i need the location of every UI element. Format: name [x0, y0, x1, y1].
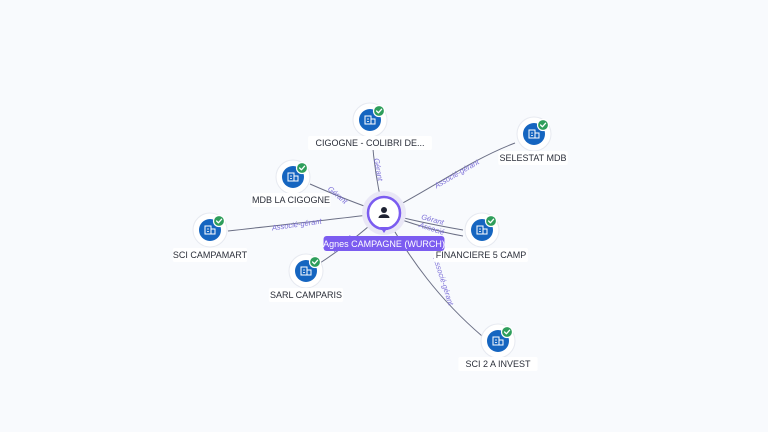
company-node[interactable]: SCI 2 A INVEST — [458, 323, 538, 371]
person-icon — [378, 207, 390, 218]
building-icon — [364, 115, 376, 125]
verified-check-icon — [308, 255, 322, 269]
company-node[interactable]: CIGOGNE - COLIBRI DE... — [308, 102, 432, 150]
company-name[interactable]: SCI CAMPAMART — [173, 250, 248, 260]
person-node[interactable]: Agnes CAMPAGNE (WURCH) — [323, 191, 445, 251]
company-label-box — [251, 193, 331, 207]
company-name[interactable]: MDB LA CIGOGNE — [252, 195, 330, 205]
building-icon — [300, 266, 312, 276]
relation-label: Associé-gérant — [431, 255, 456, 307]
company-node[interactable]: SARL CAMPARIS — [268, 253, 344, 302]
company-node[interactable]: MDB LA CIGOGNE — [251, 159, 331, 207]
verified-check-icon — [500, 325, 514, 339]
verified-check-icon — [295, 161, 309, 175]
building-icon — [492, 336, 504, 346]
company-label-box — [433, 248, 529, 262]
building-icon — [528, 129, 540, 139]
building-icon — [476, 225, 488, 235]
company-label-box — [172, 248, 248, 262]
building-icon — [204, 225, 216, 235]
company-name[interactable]: SCI 2 A INVEST — [465, 359, 531, 369]
company-label-box — [308, 136, 432, 150]
company-label-box — [498, 151, 568, 165]
company-name[interactable]: FINANCIERE 5 CAMP — [436, 250, 527, 260]
company-name[interactable]: CIGOGNE - COLIBRI DE... — [315, 138, 424, 148]
company-node[interactable]: SCI CAMPAMART — [172, 212, 248, 262]
verified-check-icon — [212, 214, 226, 228]
building-icon — [287, 172, 299, 182]
company-name[interactable]: SARL CAMPARIS — [270, 290, 342, 300]
relation-label: Associé-gérant — [432, 157, 481, 191]
company-label-box — [458, 357, 538, 371]
company-node[interactable]: SELESTAT MDB — [498, 116, 568, 165]
relation-label: Associé-gérant — [270, 216, 323, 232]
company-node[interactable]: FINANCIERE 5 CAMP — [433, 212, 529, 262]
verified-check-icon — [536, 118, 550, 132]
pin-tip — [380, 227, 388, 233]
company-name[interactable]: SELESTAT MDB — [499, 153, 566, 163]
person-name[interactable]: Agnes CAMPAGNE (WURCH) — [323, 239, 445, 249]
verified-check-icon — [372, 104, 386, 118]
person-label-box — [323, 236, 445, 251]
verified-check-icon — [484, 214, 498, 228]
company-label-box — [268, 288, 344, 302]
relation-label: Gérant — [372, 157, 385, 182]
